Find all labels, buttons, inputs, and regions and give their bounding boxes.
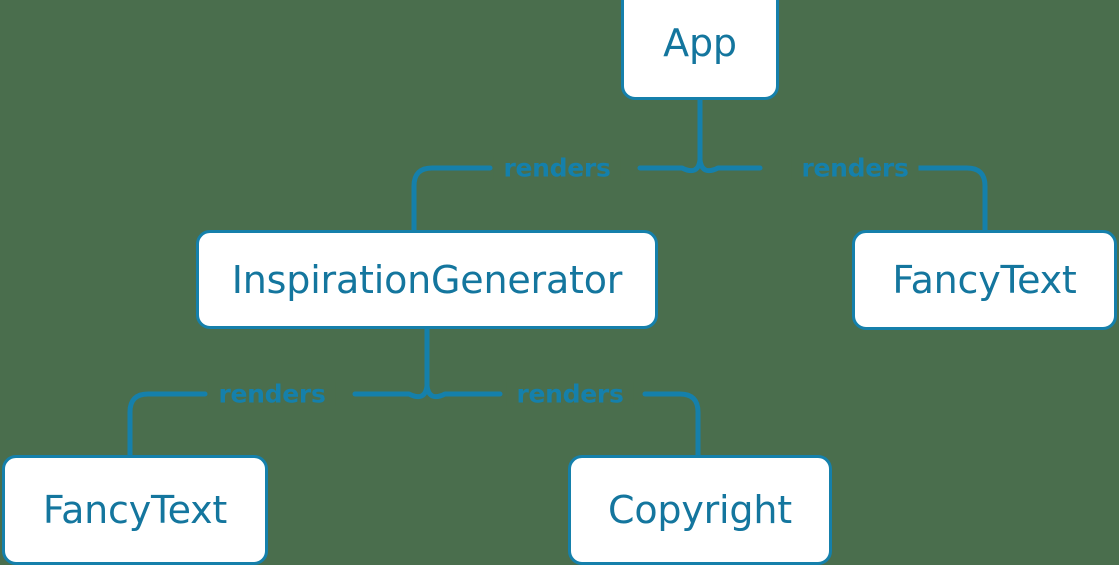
edge-inspiration-junction-left	[352, 383, 430, 400]
edge-app-junction-right	[697, 157, 763, 174]
node-app-label: App	[663, 21, 737, 65]
node-copyright[interactable]: Copyright	[568, 455, 832, 565]
edge-label-inspiration-to-fancytext: renders	[208, 381, 336, 407]
node-app[interactable]: App	[621, 0, 779, 100]
edge-app-to-inspiration	[411, 165, 493, 233]
node-copyright-label: Copyright	[608, 488, 792, 532]
node-fancytext-left[interactable]: FancyText	[2, 455, 268, 565]
node-fancytext-left-label: FancyText	[42, 488, 228, 532]
edge-app-junction-left	[637, 157, 703, 174]
edge-inspiration-to-copyright	[642, 391, 701, 458]
edge-inspiration-junction-right	[424, 383, 503, 400]
node-inspiration-generator-label: InspirationGenerator	[231, 257, 623, 302]
node-fancytext-right-label: FancyText	[892, 258, 1077, 302]
node-fancytext-right[interactable]: FancyText	[852, 230, 1117, 330]
edge-label-app-to-fancytext: renders	[791, 155, 919, 181]
edge-label-app-to-inspiration: renders	[493, 155, 621, 181]
edge-app-to-fancytext	[909, 165, 988, 233]
node-inspiration-generator[interactable]: InspirationGenerator	[196, 230, 658, 329]
edge-inspiration-to-fancytext	[127, 391, 208, 458]
edge-label-inspiration-to-copyright: renders	[506, 381, 634, 407]
